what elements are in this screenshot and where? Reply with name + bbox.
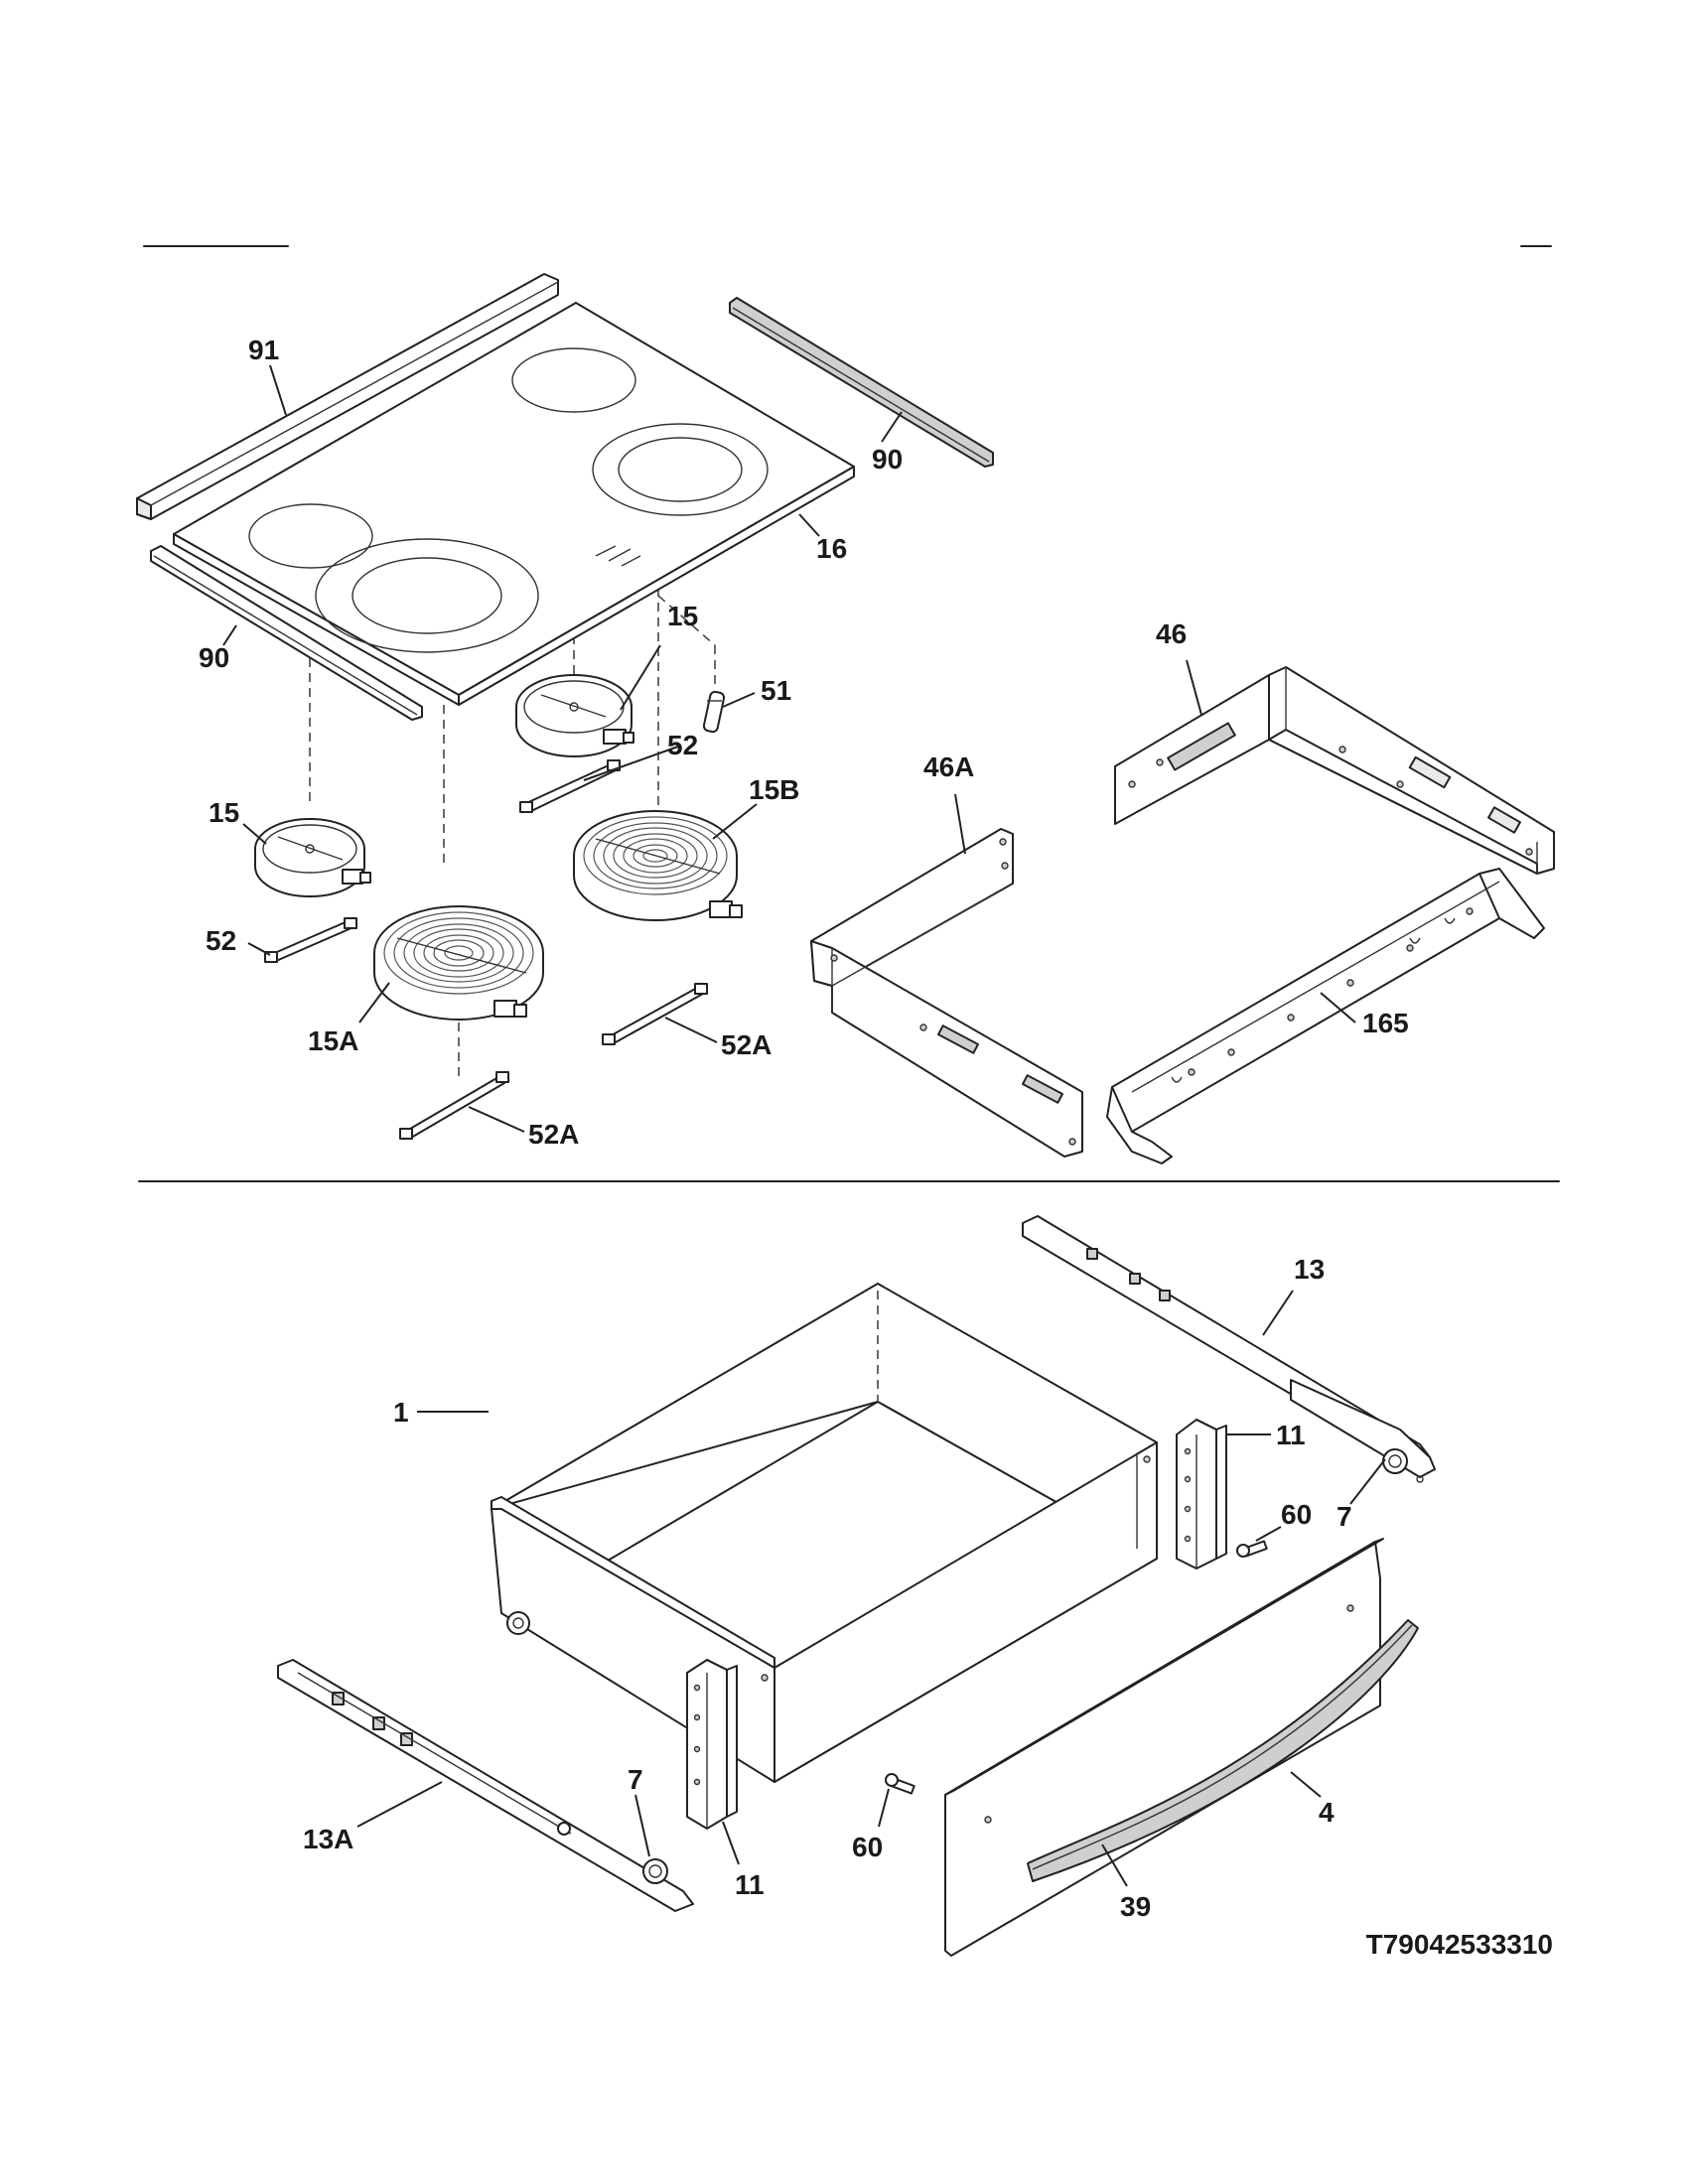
callout-52-left: 52 xyxy=(206,925,236,956)
callout-51: 51 xyxy=(761,675,791,706)
callout-52-top: 52 xyxy=(667,730,698,760)
part-90-side-trim-right xyxy=(729,297,994,468)
callout-46A: 46A xyxy=(923,751,974,782)
callout-11-right: 11 xyxy=(1276,1420,1306,1450)
part-90-front-trim-left xyxy=(150,545,423,721)
part-46A-bracket xyxy=(810,828,1083,1158)
part-52A-strap-bottom xyxy=(399,1071,509,1140)
part-51-connector xyxy=(702,690,726,734)
leader-lines xyxy=(222,364,1386,1887)
callout-15A: 15A xyxy=(308,1025,358,1056)
callout-165: 165 xyxy=(1362,1008,1409,1038)
callout-90-top: 90 xyxy=(872,444,903,475)
callout-13: 13 xyxy=(1294,1254,1325,1285)
part-13A-slide-rail xyxy=(277,1659,694,1912)
alignment-dashed-lines xyxy=(309,588,716,1082)
part-39-handle xyxy=(1027,1619,1419,1882)
callout-60-left: 60 xyxy=(852,1832,883,1862)
callout-16: 16 xyxy=(816,533,847,564)
callout-labels: 91 90 16 90 15 51 52 15B 15 52 15A 52A 5… xyxy=(199,335,1409,1922)
part-13-slide-rail xyxy=(1022,1215,1436,1483)
callout-46: 46 xyxy=(1156,618,1187,649)
part-15-element-top xyxy=(515,674,634,757)
part-16-glass-cooktop xyxy=(173,302,855,706)
part-52-strap-top xyxy=(519,759,621,813)
callout-7-left: 7 xyxy=(628,1764,643,1795)
callout-7-right: 7 xyxy=(1336,1501,1352,1532)
part-11-bracket-right xyxy=(1176,1419,1227,1570)
diagram-reference-code: T79042533310 xyxy=(1366,1929,1553,1960)
part-165-rail xyxy=(1106,868,1545,1164)
part-11-bracket-left xyxy=(686,1659,738,1830)
part-15-element-left xyxy=(254,818,371,897)
part-60-screw-right xyxy=(1236,1540,1268,1558)
callout-1: 1 xyxy=(393,1397,409,1428)
callout-11-left: 11 xyxy=(735,1869,765,1900)
part-46-bracket xyxy=(1114,666,1555,875)
part-91-rear-trim xyxy=(136,273,559,520)
part-52-strap-left xyxy=(264,917,357,963)
callout-91: 91 xyxy=(248,335,279,365)
callout-15B: 15B xyxy=(749,774,799,805)
callout-15-top: 15 xyxy=(667,601,698,631)
callout-15-left: 15 xyxy=(209,797,239,828)
callout-4: 4 xyxy=(1319,1797,1335,1828)
part-1-drawer-body xyxy=(491,1283,1158,1783)
part-52A-strap-right xyxy=(602,983,708,1045)
callout-52A-right: 52A xyxy=(721,1029,772,1060)
part-15A-element-coil xyxy=(373,905,544,1021)
part-60-screw-left xyxy=(885,1773,915,1795)
callout-60-right: 60 xyxy=(1281,1499,1312,1530)
callout-90-left: 90 xyxy=(199,642,229,673)
callout-52A-bottom: 52A xyxy=(528,1119,579,1150)
part-15B-element-coil xyxy=(573,810,743,921)
callout-13A: 13A xyxy=(303,1824,353,1854)
callout-39: 39 xyxy=(1120,1891,1151,1922)
